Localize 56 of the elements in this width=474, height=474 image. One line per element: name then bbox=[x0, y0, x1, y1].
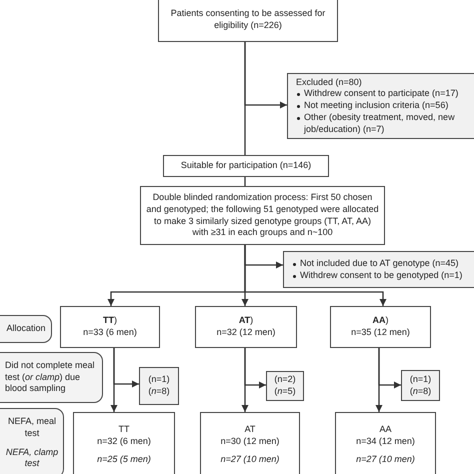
process-box bbox=[140, 186, 385, 245]
group-box bbox=[335, 412, 436, 474]
box-text: Patients consenting to be assessed for eligibility (n=226) bbox=[170, 8, 326, 32]
dropout-box bbox=[266, 371, 304, 401]
group-box bbox=[200, 412, 300, 474]
process-box bbox=[163, 155, 329, 177]
box-text: Double blinded randomization process: First 50 chosen and genotyped; the following 51 genotyped were allocated to make 3 similarly sized genotype groups (TT, AT, AA) with ≥31 in each groups and n~100 bbox=[145, 192, 380, 239]
process-box bbox=[158, 0, 338, 42]
dropout-box bbox=[139, 367, 179, 405]
dropout-box bbox=[401, 370, 440, 401]
box-text: n=27 (10 men) bbox=[356, 454, 415, 466]
group-box bbox=[60, 306, 160, 348]
arrow bbox=[244, 245, 386, 306]
box-text: AA) bbox=[372, 315, 388, 327]
bullet-text: Other (obesity treatment, moved, new job/education) (n=7) bbox=[296, 112, 472, 136]
exclusion-box bbox=[283, 251, 474, 288]
box-text: Excluded (n=80) bbox=[296, 76, 362, 88]
box-text: (n=5) bbox=[274, 386, 296, 398]
group-box bbox=[73, 412, 175, 474]
bullet-text: Not meeting inclusion criteria (n=56) bbox=[296, 100, 448, 112]
box-text: AT bbox=[244, 424, 256, 436]
box-text: n=34 (12 men) bbox=[356, 436, 415, 448]
box-text: n=32 (12 men) bbox=[216, 327, 276, 339]
bullet-text: Not included due to AT genotype (n=45) bbox=[292, 258, 459, 270]
box-text: n=25 (5 men) bbox=[97, 454, 151, 466]
box-text: Did not complete meal test (or clamp) due blood sampling bbox=[5, 360, 96, 396]
box-text: TT bbox=[118, 424, 130, 436]
group-box bbox=[330, 306, 431, 348]
box-text: Suitable for participation (n=146) bbox=[180, 160, 312, 172]
stage-label bbox=[0, 315, 52, 343]
box-text: (n=2) bbox=[274, 374, 296, 386]
box-text: (n=1) bbox=[410, 374, 432, 386]
box-text: (n=8) bbox=[148, 386, 170, 398]
box-text: AT) bbox=[238, 315, 254, 327]
bullet-text: Withdrew consent to participate (n=17) bbox=[296, 88, 458, 100]
arrow bbox=[242, 348, 248, 412]
box-text: AA bbox=[379, 424, 392, 436]
box-text: (n=8) bbox=[410, 386, 432, 398]
arrow bbox=[376, 348, 382, 412]
box-text: NEFA, clamp test bbox=[5, 446, 59, 470]
arrow bbox=[244, 42, 287, 108]
stage-label bbox=[0, 408, 64, 474]
box-text: n=27 (10 men) bbox=[220, 454, 280, 466]
box-text: n=30 (12 men) bbox=[220, 436, 280, 448]
stage-label bbox=[0, 352, 103, 403]
box-text: n=35 (12 men) bbox=[351, 327, 410, 339]
box-text: n=33 (6 men) bbox=[83, 327, 137, 339]
arrow bbox=[110, 348, 118, 412]
exclusion-box bbox=[287, 73, 474, 139]
box-text: (n=1) bbox=[148, 374, 170, 386]
bullet-text: Withdrew consent to be genotyped (n=1) bbox=[292, 270, 462, 282]
group-box bbox=[195, 306, 297, 348]
box-text: n=32 (6 men) bbox=[97, 436, 151, 448]
box-text: NEFA, meal test bbox=[6, 416, 57, 440]
box-text: TT) bbox=[103, 315, 117, 327]
box-text: Allocation bbox=[6, 323, 46, 335]
